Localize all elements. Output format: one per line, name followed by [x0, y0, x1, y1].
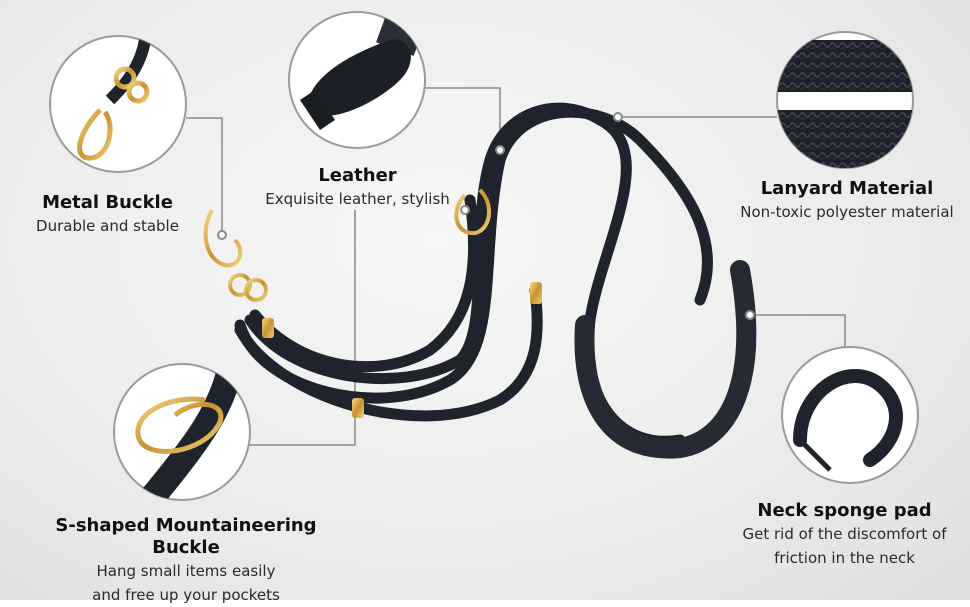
- neck-pad-title: Neck sponge pad: [757, 500, 932, 521]
- end-cap: [530, 282, 542, 304]
- s-buckle-detail: [113, 363, 251, 501]
- metal-buckle-title: Metal Buckle: [42, 192, 173, 213]
- s-buckle-desc-line1: Hang small items easily: [96, 562, 276, 580]
- s-buckle-title: S-shaped Mountaineering Buckle: [55, 515, 317, 558]
- lanyard-material-label: Lanyard Material Non-toxic polyester mat…: [727, 178, 967, 224]
- leather-detail: [288, 11, 426, 149]
- slider-ring: [262, 318, 274, 338]
- s-buckle-label: S-shaped Mountaineering Buckle Hang smal…: [22, 515, 350, 607]
- neck-pad-detail: [781, 346, 919, 484]
- leather-title: Leather: [318, 165, 397, 186]
- lanyard-material-desc: Non-toxic polyester material: [740, 203, 954, 221]
- gold-hardware: [203, 188, 491, 302]
- metal-buckle-desc: Durable and stable: [36, 217, 179, 235]
- connector-lines: [186, 87, 846, 446]
- leather-desc: Exquisite leather, stylish: [265, 190, 450, 208]
- neck-pad-desc-line2: friction in the neck: [774, 549, 915, 567]
- neck-pad-label: Neck sponge pad Get rid of the discomfor…: [722, 500, 967, 570]
- lanyard-cord: [234, 102, 713, 447]
- metal-buckle-label: Metal Buckle Durable and stable: [20, 192, 195, 238]
- slider-ring: [352, 398, 364, 418]
- lanyard-material-title: Lanyard Material: [760, 178, 934, 199]
- connector-dots: [217, 112, 755, 320]
- neck-pad-desc-line1: Get rid of the discomfort of: [742, 525, 947, 543]
- lanyard-material-detail: [776, 31, 914, 169]
- leather-label: Leather Exquisite leather, stylish: [250, 165, 465, 211]
- s-buckle-desc-line2: and free up your pockets: [92, 586, 280, 604]
- neck-pad: [574, 260, 757, 459]
- metal-buckle-detail: [49, 35, 187, 173]
